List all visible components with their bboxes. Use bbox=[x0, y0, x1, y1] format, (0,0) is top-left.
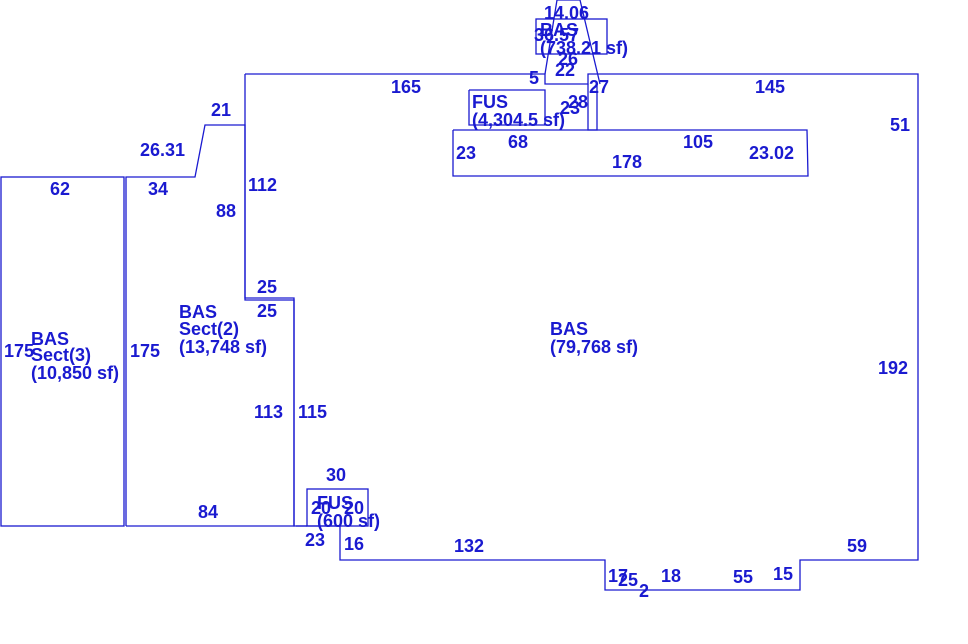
dim-label: 26 bbox=[558, 49, 578, 69]
dim-label: 175 bbox=[4, 341, 34, 361]
sect3-area-sect: Sect(3) bbox=[31, 345, 91, 365]
dim-label: 25 bbox=[257, 301, 277, 321]
dim-label: 25 bbox=[618, 570, 638, 590]
dim-label: 55 bbox=[733, 567, 753, 587]
dim-label: 18 bbox=[661, 566, 681, 586]
dim-label: 23.02 bbox=[749, 143, 794, 163]
dim-label: 115 bbox=[298, 402, 327, 422]
dim-label: 62 bbox=[50, 179, 70, 199]
top-bay-outline bbox=[544, 0, 601, 85]
dim-label: 34 bbox=[148, 179, 168, 199]
dim-label: 27 bbox=[589, 77, 609, 97]
dim-label: 15 bbox=[773, 564, 793, 584]
dim-label: 17 bbox=[608, 566, 628, 586]
dim-label: 192 bbox=[878, 358, 908, 378]
dim-label: 5 bbox=[529, 68, 539, 88]
dim-label: 23 bbox=[305, 530, 325, 550]
dim-label: 30 bbox=[326, 465, 346, 485]
main-area-name: BAS bbox=[550, 319, 588, 339]
outlines bbox=[0, 0, 919, 591]
dim-label: 20 bbox=[344, 498, 364, 518]
dim-label: 23 bbox=[560, 98, 580, 118]
dim-label: 14.06 bbox=[544, 3, 589, 23]
dim-label: 165 bbox=[391, 77, 421, 97]
dim-label: 105 bbox=[683, 132, 713, 152]
dim-label: 178 bbox=[612, 152, 642, 172]
dim-label: 175 bbox=[130, 341, 160, 361]
dim-label: 2 bbox=[639, 581, 649, 601]
fus-bottom-sf: (600 sf) bbox=[317, 511, 380, 531]
sect3-area-sf: (10,850 sf) bbox=[31, 363, 119, 383]
sect2-area-name: BAS bbox=[179, 302, 217, 322]
dim-label: 68 bbox=[508, 132, 528, 152]
bas-top-name: BAS bbox=[540, 20, 578, 40]
dim-label: 84 bbox=[198, 502, 218, 522]
dim-label: 21 bbox=[211, 100, 231, 120]
bas-top-box bbox=[535, 18, 608, 55]
dim-label: 16 bbox=[344, 534, 364, 554]
dim-label: 28 bbox=[568, 92, 588, 112]
area-labels: BAS (79,768 sf) BAS Sect(2) (13,748 sf) … bbox=[31, 20, 638, 531]
fus-bottom-name: FUS bbox=[317, 493, 353, 513]
dim-label: 88 bbox=[216, 201, 236, 221]
fus-bottom-outline bbox=[306, 488, 369, 527]
bas-top-sf: (738.21 sf) bbox=[540, 38, 628, 58]
sect3-area-name: BAS bbox=[31, 329, 69, 349]
sect2-area-sf: (13,748 sf) bbox=[179, 337, 267, 357]
dim-label: 59 bbox=[847, 536, 867, 556]
dim-label: 26.31 bbox=[140, 140, 185, 160]
dim-label: 25 bbox=[257, 277, 277, 297]
fus-top-outline bbox=[468, 89, 546, 126]
dim-label: 113 bbox=[254, 402, 283, 422]
dim-label: 132 bbox=[454, 536, 484, 556]
dim-label: 112 bbox=[248, 175, 277, 195]
dim-label: 145 bbox=[755, 77, 785, 97]
dim-label: 51 bbox=[890, 115, 910, 135]
fus-top-sf: (4,304.5 sf) bbox=[472, 110, 565, 130]
dim-label: 23 bbox=[456, 143, 476, 163]
dim-label: 36.57 bbox=[534, 25, 579, 45]
main-area-sf: (79,768 sf) bbox=[550, 337, 638, 357]
fus-top-name: FUS bbox=[472, 92, 508, 112]
dim-label: 20 bbox=[311, 498, 331, 518]
sect2-area-sect: Sect(2) bbox=[179, 319, 239, 339]
dim-label: 22 bbox=[555, 60, 575, 80]
main-outline bbox=[244, 73, 919, 591]
recess-outline bbox=[452, 129, 809, 177]
dimension-labels: 14.06 36.57 26 22 5 27 165 145 21 26.31 … bbox=[4, 3, 910, 601]
sect3-outline bbox=[0, 176, 125, 527]
